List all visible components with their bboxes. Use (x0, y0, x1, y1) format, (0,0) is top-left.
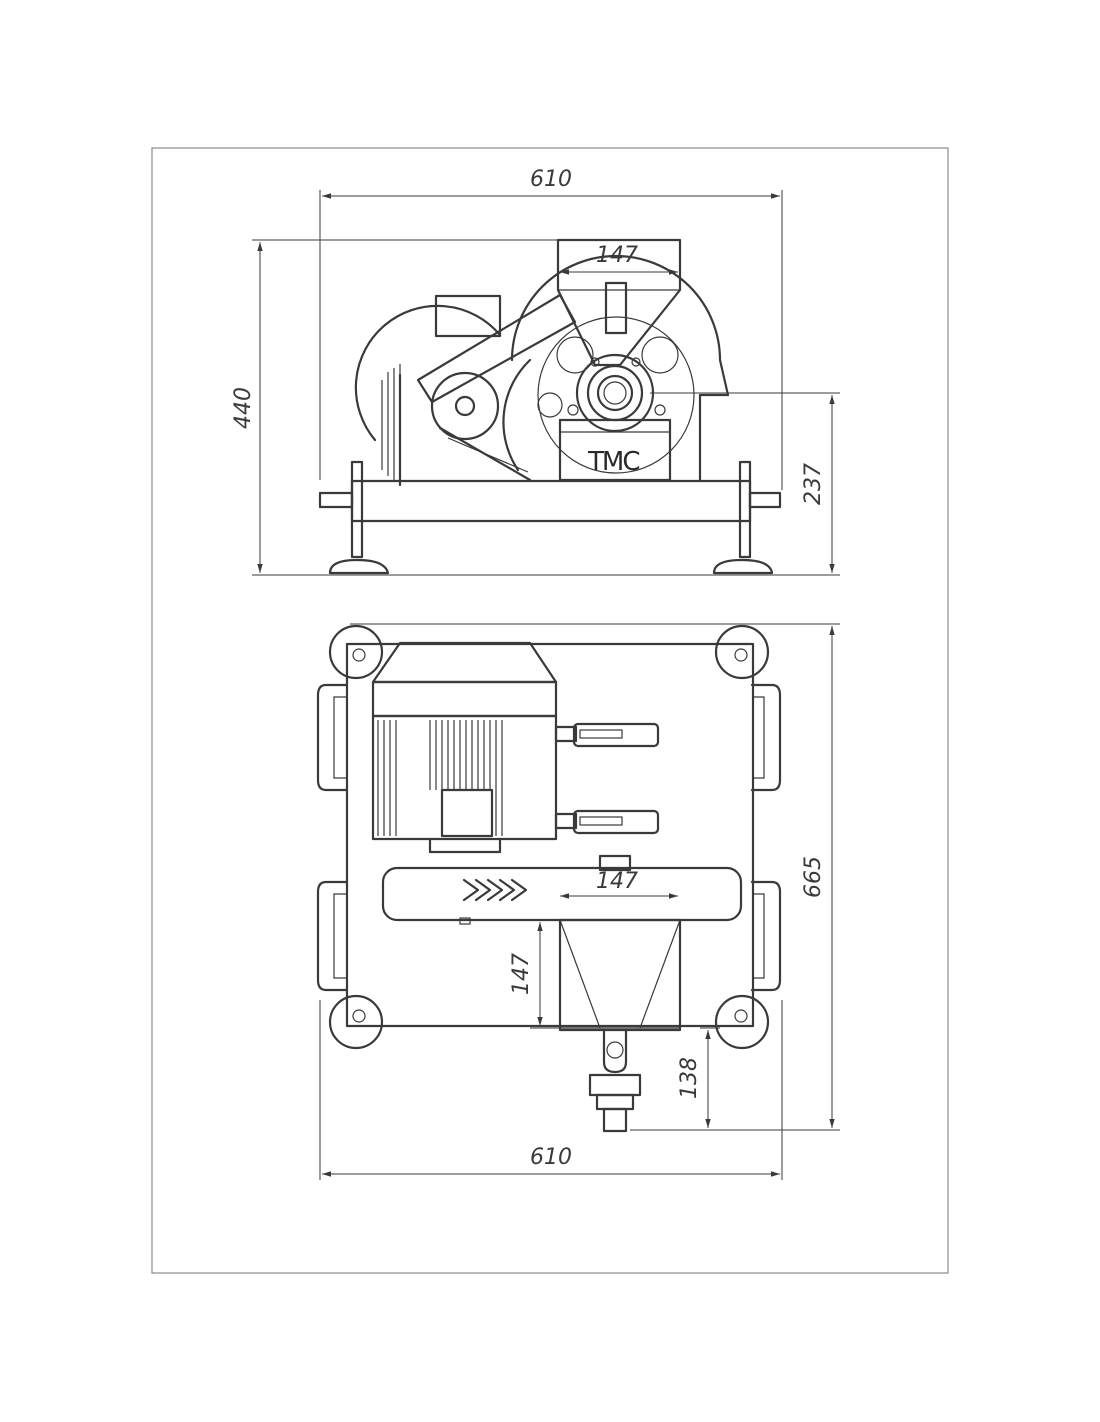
mill-wheel (537, 316, 695, 474)
motor-housing-arc (354, 304, 502, 442)
sheet-frame (151, 147, 949, 1274)
foot-left (328, 558, 390, 575)
foot-top-left (328, 624, 384, 680)
front-view: TMC 610 147 440 237 (231, 167, 840, 576)
motor-top-cover (371, 641, 558, 684)
outlet-shaft (602, 1107, 628, 1133)
frame-stub-right (748, 491, 782, 509)
hopper-slider (604, 281, 628, 335)
handle-right-1 (750, 683, 782, 792)
belt-guard (416, 293, 577, 404)
motor-fins (381, 364, 401, 482)
leg-left (350, 460, 364, 559)
handle-right-2 (750, 880, 782, 992)
motor-pulley (430, 371, 500, 441)
dim-hopper-top-width: 147 (596, 869, 638, 894)
mill-housing (510, 254, 730, 482)
belt-direction-arrows (462, 878, 504, 902)
foot-right (712, 558, 774, 575)
dim-front-width: 610 (530, 167, 572, 192)
motor-terminal-box (440, 788, 494, 838)
foot-bottom-right (714, 994, 770, 1050)
handle-left-2 (316, 880, 348, 992)
frame-stub-left (318, 491, 354, 509)
dim-top-width: 610 (530, 1145, 572, 1170)
hopper-top (558, 918, 682, 1032)
base-plate (345, 642, 755, 1028)
foot-bottom-left (328, 994, 384, 1050)
leg-right (738, 460, 752, 559)
dim-front-height: 440 (231, 387, 256, 429)
dim-axis-height: 237 (801, 463, 826, 505)
dim-outlet: 138 (677, 1057, 702, 1099)
belt-guard-top (381, 866, 743, 922)
tension-bolt-2 (572, 809, 660, 835)
dim-hopper-depth: 147 (509, 953, 534, 995)
motor-body (371, 714, 558, 841)
dim-hopper-width: 147 (596, 243, 638, 268)
motor-cooling-fins (377, 720, 503, 836)
top-view: 665 610 147 147 138 (316, 623, 840, 1180)
outlet-neck (602, 1028, 628, 1074)
dim-top-depth: 665 (801, 856, 826, 898)
handle-left-1 (316, 683, 348, 792)
brand-logo: TMC (587, 447, 639, 477)
outlet-nut (588, 1073, 642, 1097)
tension-bolt-1 (572, 722, 660, 748)
foot-top-right (714, 624, 770, 680)
motor-top-block (434, 294, 502, 338)
base-frame (350, 479, 752, 523)
